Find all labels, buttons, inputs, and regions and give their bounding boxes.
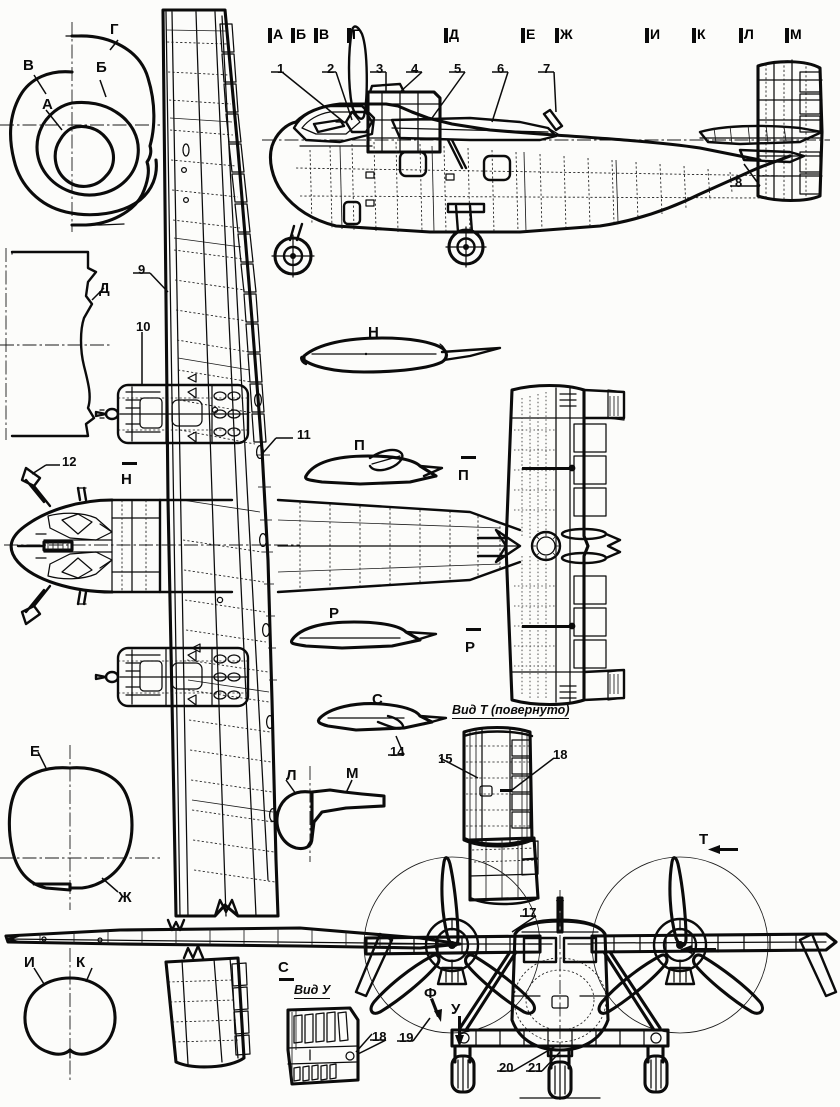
callout-18: 18 <box>553 747 568 762</box>
label-section-E: Е <box>30 743 41 760</box>
section-letter-K: К <box>697 26 706 42</box>
label-section-ZH: Ж <box>118 889 132 906</box>
callout-8: 8 <box>735 175 743 190</box>
section-letter-G: Г <box>352 26 360 42</box>
callout-3: 3 <box>376 61 384 76</box>
section-letter-E: Е <box>526 26 536 42</box>
view-T-rotated <box>439 726 555 848</box>
section-letter-D: Д <box>449 26 459 42</box>
label-airfoil-N: Н <box>368 324 379 341</box>
callout-7: 7 <box>543 61 551 76</box>
label-airfoil-S: С <box>372 691 383 708</box>
section-cut-label-N: Н <box>121 471 132 488</box>
view-title-T: Вид Т (повернуто) <box>452 703 570 719</box>
section-cut-label-R: Р <box>465 639 476 656</box>
callout-5: 5 <box>454 61 462 76</box>
callout-6: 6 <box>497 61 505 76</box>
label-section-V: В <box>23 57 34 74</box>
airfoil-section-S <box>316 702 448 732</box>
section-tick-E <box>521 28 525 43</box>
section-cut-label-S: С <box>278 959 289 976</box>
plan-view-fuselage <box>4 466 522 626</box>
section-tick-D <box>444 28 448 43</box>
fuselage-section-E-ZH <box>0 745 160 910</box>
wing-tip-detail-S <box>164 944 251 1069</box>
view-direction-arrows <box>430 845 738 1047</box>
label-section-B: Б <box>96 59 107 76</box>
section-tick-I <box>645 28 649 43</box>
label-section-I: И <box>24 954 35 971</box>
section-letter-ZH: Ж <box>560 26 573 42</box>
front-view-tail-small <box>468 836 540 906</box>
label-section-K: К <box>76 954 86 971</box>
wing-span-side-view <box>4 918 462 950</box>
label-arrow-U: У <box>451 1001 461 1018</box>
airfoil-section-P <box>304 448 444 486</box>
airfoil-section-N <box>300 336 502 374</box>
section-dash-N <box>122 462 137 465</box>
nose-cross-sections <box>0 22 160 232</box>
front-view-aircraft <box>354 856 838 1100</box>
callout-10: 10 <box>136 319 151 334</box>
label-section-D: Д <box>99 280 110 297</box>
section-tick-V <box>314 28 318 43</box>
section-tick-G <box>347 28 351 43</box>
section-letter-M: М <box>790 26 802 42</box>
callout-1: 1 <box>277 61 285 76</box>
section-D-profile <box>0 248 110 440</box>
label-arrow-F: Ф <box>424 985 437 1002</box>
section-letter-L: Л <box>744 26 754 42</box>
section-letter-A: А <box>273 26 284 42</box>
section-cut-label-P: П <box>458 467 469 484</box>
section-dash-S <box>279 978 294 981</box>
section-tick-B <box>291 28 295 43</box>
section-tick-M <box>785 28 789 43</box>
callout-12: 12 <box>62 454 77 469</box>
view-title-U: Вид У <box>294 983 331 999</box>
section-letter-B: Б <box>296 26 307 42</box>
wing-planform-view <box>161 8 280 918</box>
callout-2: 2 <box>327 61 335 76</box>
view-U-detail <box>286 1006 373 1086</box>
section-tick-ZH <box>555 28 559 43</box>
side-view-aircraft <box>262 25 830 278</box>
label-airfoil-P: П <box>354 437 365 454</box>
callout-19: 19 <box>399 1030 414 1045</box>
nacelle-upper-planview <box>94 383 250 445</box>
label-section-G: Г <box>110 21 119 38</box>
section-tick-L <box>739 28 743 43</box>
callout-18b: 18 <box>372 1029 387 1044</box>
label-arrow-T: Т <box>699 831 709 848</box>
section-dash-R <box>466 628 481 631</box>
callout-11: 11 <box>297 427 311 442</box>
callout-15: 15 <box>438 751 453 766</box>
callout-21: 21 <box>528 1060 543 1075</box>
airfoil-section-R <box>289 620 438 650</box>
tail-planform-view <box>476 384 626 706</box>
callout-leader-lines <box>31 71 761 1072</box>
section-dash-P <box>461 456 476 459</box>
callout-9: 9 <box>138 262 146 277</box>
tail-sections-L-M <box>275 766 386 862</box>
label-tail-section-M: М <box>346 765 359 782</box>
fuselage-section-I-K <box>23 948 117 1080</box>
section-tick-A <box>268 28 272 43</box>
section-letter-V: В <box>319 26 330 42</box>
label-airfoil-R: Р <box>329 605 340 622</box>
callout-20: 20 <box>499 1060 514 1075</box>
label-tail-section-L: Л <box>286 767 297 784</box>
callout-14: 14 <box>390 744 405 759</box>
nacelle-lower-planview <box>94 646 250 708</box>
section-tick-K <box>692 28 696 43</box>
callout-17: 17 <box>522 905 537 920</box>
callout-4: 4 <box>411 61 419 76</box>
section-letter-I: И <box>650 26 661 42</box>
label-section-A: А <box>42 96 53 113</box>
